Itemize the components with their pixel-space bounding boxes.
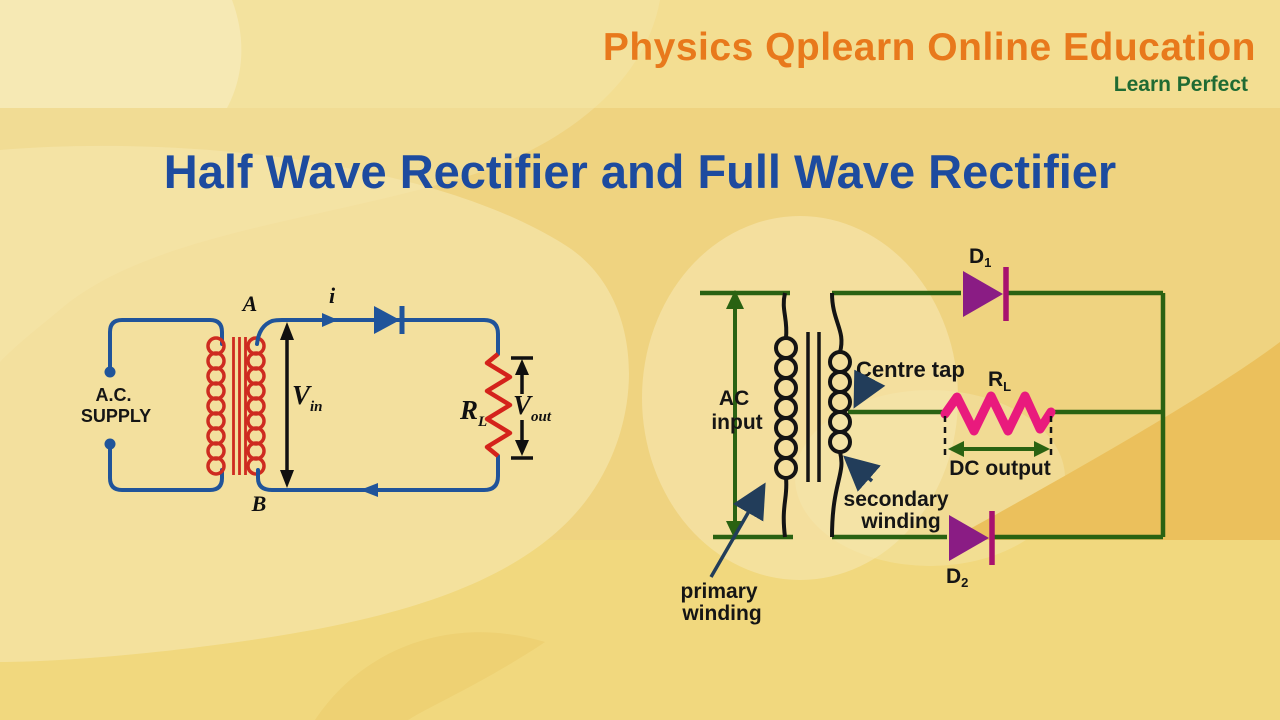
primary-winding-label: primary winding: [681, 580, 764, 625]
dc-output-arrow: [948, 441, 1050, 457]
half-wave-circuit-diagram: A.C. SUPPLY: [81, 283, 552, 516]
node-b-label: B: [251, 491, 267, 516]
full-wave-load-label: RL: [988, 368, 1011, 394]
half-wave-load-resistor: [484, 352, 513, 458]
page-title: Half Wave Rectifier and Full Wave Rectif…: [163, 145, 1117, 198]
half-wave-load-label: RL: [459, 395, 487, 430]
vin-label: Vin: [292, 380, 323, 415]
full-wave-circuit-diagram: AC input: [681, 245, 1166, 625]
diode-d1: [963, 267, 1009, 321]
secondary-winding-label: secondary winding: [844, 488, 955, 533]
full-wave-wires: [700, 290, 1166, 540]
transformer-core: [232, 337, 247, 475]
vout-arrowhead-up: [515, 359, 529, 375]
background-bottom-blob: [315, 632, 545, 720]
full-wave-transformer: [774, 292, 852, 538]
vin-arrow: [280, 322, 294, 488]
diode-d1-triangle: [963, 271, 1003, 317]
diode-d2: [949, 511, 995, 565]
vout-arrowhead-down: [515, 440, 529, 456]
background-orange-wedge: [950, 342, 1280, 540]
primary-bottom-connector: [781, 477, 789, 538]
dc-output-dashed-lines: [943, 416, 1053, 458]
diode-d1-label: D1: [969, 245, 991, 270]
full-wave-secondary-coil: [828, 350, 852, 454]
diode-triangle: [374, 306, 400, 334]
full-wave-load-resistor: [940, 391, 1056, 436]
secondary-bottom-connector: [830, 451, 844, 538]
node-a-label: A: [241, 291, 258, 316]
full-wave-core: [806, 332, 821, 482]
ac-supply-label: A.C. SUPPLY: [81, 385, 151, 426]
primary-top-connector: [781, 292, 789, 339]
background-cream-left-blob: [0, 145, 629, 662]
current-arrow-left: [360, 483, 378, 497]
primary-winding-pointer-arrow: [709, 482, 766, 578]
centre-tap-pointer-arrow: [853, 369, 886, 409]
ac-terminal-bottom: [104, 438, 116, 450]
ac-supply-wires: [108, 318, 224, 492]
dc-output-label: DC output: [949, 457, 1050, 480]
secondary-top-connector: [830, 292, 844, 353]
centre-tap-label: Centre tap: [856, 357, 965, 382]
vout-label: Vout: [513, 390, 552, 425]
full-wave-primary-coil: [774, 336, 798, 480]
diode-d2-label: D2: [946, 565, 968, 590]
ac-terminal-top: [104, 366, 116, 378]
header: Physics Qplearn Online Education Learn P…: [603, 26, 1256, 97]
current-arrow-right: [322, 313, 338, 327]
primary-coil: [206, 336, 226, 476]
brand-tagline: Learn Perfect: [1113, 73, 1248, 96]
diode-d2-triangle: [949, 515, 989, 561]
secondary-coil: [246, 336, 266, 476]
current-label: i: [329, 283, 336, 308]
secondary-winding-pointer-arrow: [843, 455, 881, 492]
ac-input-label: AC input: [711, 387, 762, 434]
half-wave-transformer: [206, 336, 266, 476]
half-wave-diode: [374, 306, 405, 334]
background-cream-header-blob: [0, 0, 242, 108]
brand-title: Physics Qplearn Online Education: [602, 26, 1256, 69]
